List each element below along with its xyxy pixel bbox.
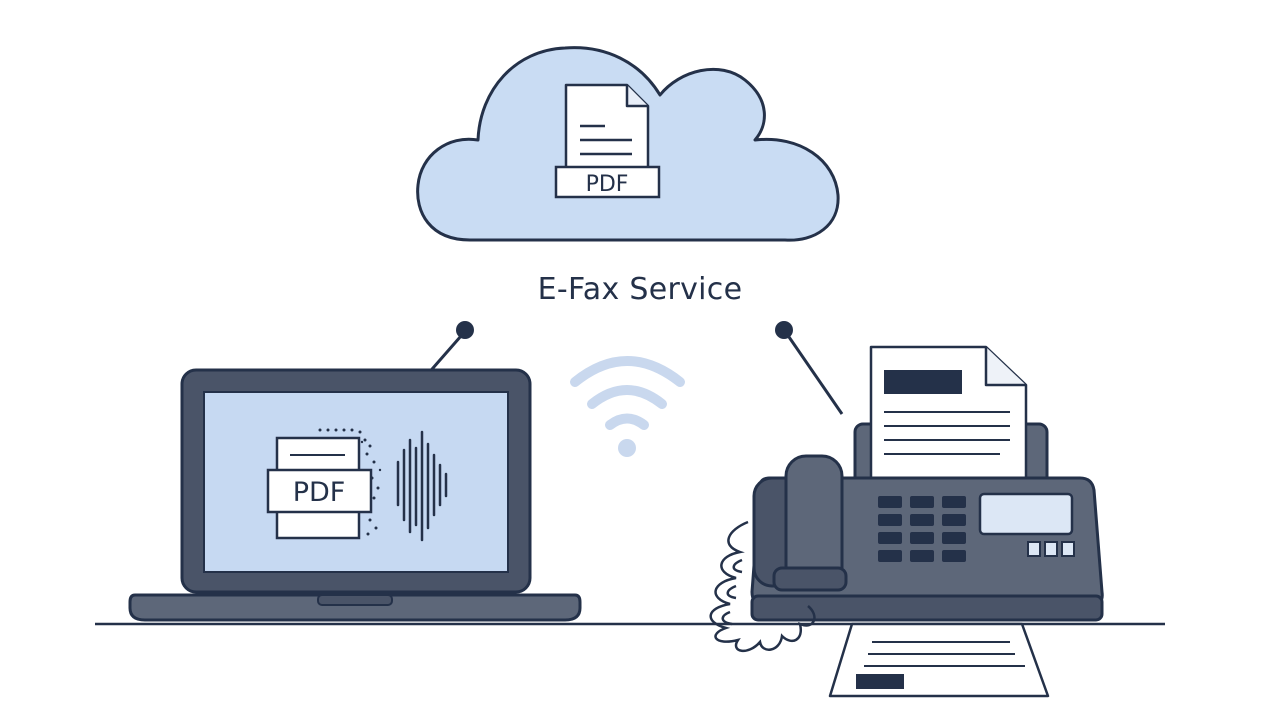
diagram-title: E-Fax Service bbox=[537, 272, 743, 307]
cloud-pdf-label: PDF bbox=[586, 172, 629, 197]
wifi-icon bbox=[570, 356, 685, 457]
fax-output-paper-icon bbox=[828, 622, 1050, 698]
sound-wave-icon bbox=[396, 430, 448, 542]
laptop-pdf-document-icon bbox=[266, 428, 382, 540]
laptop-pdf-label: PDF bbox=[293, 477, 346, 508]
phone-cord-icon bbox=[709, 520, 816, 652]
cloud-pdf-document-icon bbox=[554, 83, 661, 199]
telephone-handset-icon bbox=[752, 454, 848, 592]
fax-keypad bbox=[878, 496, 966, 562]
connector-right bbox=[775, 321, 844, 415]
